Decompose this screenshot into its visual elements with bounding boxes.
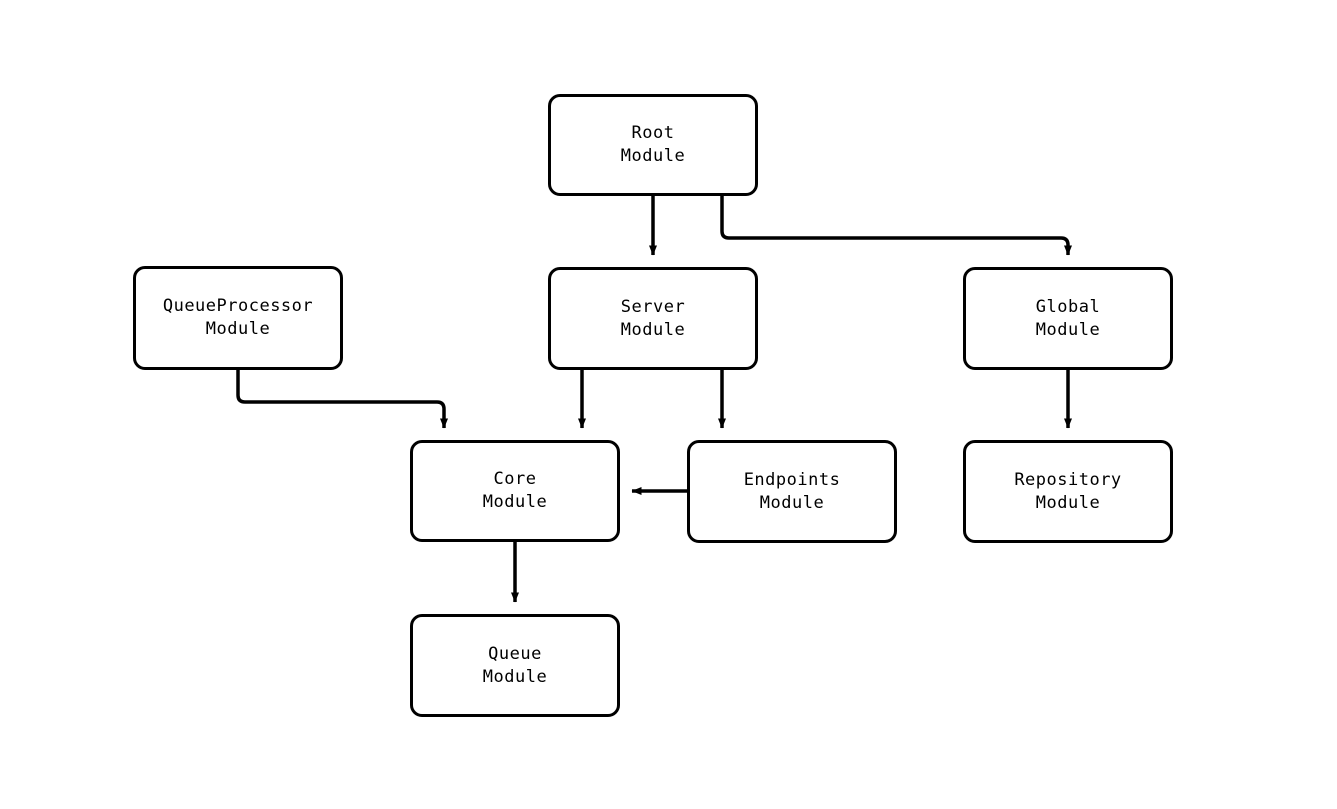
node-repository-module-label-line2: Module xyxy=(1035,492,1101,513)
node-endpoints-module-label-line1: Endpoints xyxy=(743,469,841,490)
node-global-module-label-line1: Global xyxy=(1035,296,1101,317)
node-server-module-label-line2: Module xyxy=(620,319,686,340)
node-core-module-label-line1: Core xyxy=(493,469,537,489)
node-queue-module-label-line1: Queue xyxy=(488,643,542,664)
node-root-module-label-line2: Module xyxy=(620,146,686,166)
node-endpoints-module[interactable]: Endpoints Module xyxy=(687,440,897,543)
edge-queueprocessor-to-core xyxy=(236,370,448,429)
node-queueprocessor-module[interactable]: QueueProcessor Module xyxy=(133,266,343,370)
node-queueprocessor-module-label-line1: QueueProcessor xyxy=(162,296,314,316)
node-server-module[interactable]: Server Module xyxy=(548,267,758,370)
node-queue-module[interactable]: Queue Module xyxy=(410,614,620,717)
node-global-module-label-line2: Module xyxy=(1035,319,1101,340)
node-repository-module-label-line1: Repository xyxy=(1014,469,1122,490)
node-endpoints-module-label-line2: Module xyxy=(759,492,825,513)
node-queue-module-label-line2: Module xyxy=(482,666,548,687)
node-root-module[interactable]: Root Module xyxy=(548,94,758,196)
node-core-module-label-line2: Module xyxy=(482,492,548,512)
edge-root-to-global xyxy=(720,196,1072,256)
node-queueprocessor-module-label-line2: Module xyxy=(205,319,271,339)
node-repository-module[interactable]: Repository Module xyxy=(963,440,1173,543)
node-root-module-label-line1: Root xyxy=(631,123,675,143)
node-server-module-label-line1: Server xyxy=(620,296,686,317)
node-core-module[interactable]: Core Module xyxy=(410,440,620,542)
node-global-module[interactable]: Global Module xyxy=(963,267,1173,370)
